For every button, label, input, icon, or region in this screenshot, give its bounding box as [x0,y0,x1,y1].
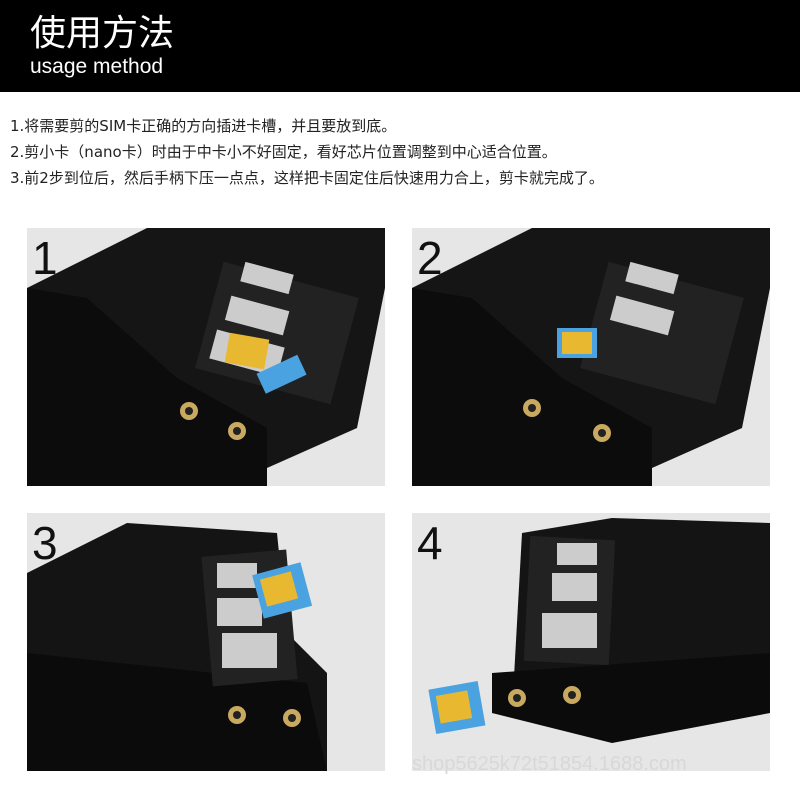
instruction-step: 1.将需要剪的SIM卡正确的方向插进卡槽，并且要放到底。 [10,117,397,135]
sim-cutter-image [27,228,385,486]
sim-cutter-image [412,228,770,486]
step-image-1: 1 [27,228,385,486]
step-number: 3 [32,517,58,569]
instruction-step: 3.前2步到位后，然后手柄下压一点点，这样把卡固定住后快速用力合上，剪卡就完成了… [10,169,604,187]
step-image-2: 2 [412,228,770,486]
step-number: 2 [417,232,443,284]
instruction-list: 1.将需要剪的SIM卡正确的方向插进卡槽，并且要放到底。 2.剪小卡（nano卡… [10,113,604,191]
page-title: 使用方法 [30,13,175,54]
step-image-3: 3 [27,513,385,771]
step-number: 4 [417,517,443,569]
sim-cutter-image [428,518,770,743]
header-banner: 使用方法 usage method [0,0,800,92]
instruction-step: 2.剪小卡（nano卡）时由于中卡小不好固定，看好芯片位置调整到中心适合位置。 [10,143,557,161]
step-number: 1 [32,232,58,284]
page-subtitle: usage method [30,55,164,78]
watermark: shop5625k72t51854.1688.com [412,753,687,775]
sim-cutter-image [27,523,327,771]
step-image-4: 4 [412,513,770,771]
